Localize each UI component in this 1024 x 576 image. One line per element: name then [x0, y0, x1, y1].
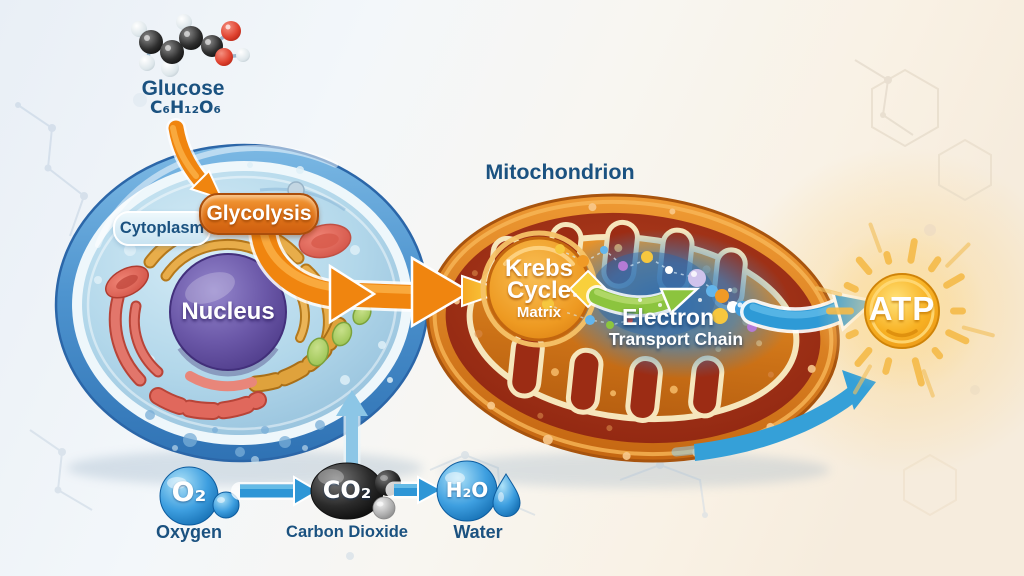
mitochondrion-shadow	[440, 452, 830, 488]
atp-rays	[814, 222, 995, 398]
co2-formula: CO₂	[322, 476, 372, 504]
glucose-molecule	[131, 14, 250, 77]
glucose-formula: C₆H₁₂O₆	[150, 98, 221, 118]
krebs-cycle-label: Krebs Cycle Matrix	[481, 255, 597, 322]
membrane-texture	[145, 410, 325, 457]
carbon-dioxide-molecule	[310, 462, 401, 520]
water-label: Water	[453, 522, 503, 542]
arrow-glucose-to-glycolysis	[166, 118, 224, 201]
oxygen-label: Oxygen	[155, 522, 223, 542]
glycolysis-badge: Glycolysis	[199, 193, 319, 235]
cytoplasm-label: Cytoplasm	[119, 219, 205, 237]
etc-label-line2: Transport Chain	[608, 329, 744, 349]
red-organelle	[298, 223, 352, 259]
red-organelle	[105, 265, 149, 299]
arrow-glycolysis-to-krebs	[248, 216, 510, 329]
oxygen-molecule	[159, 466, 240, 526]
oxygen-atoms	[215, 21, 241, 66]
arrow-o2-to-co2	[231, 475, 320, 507]
krebs-line1: Krebs	[504, 255, 574, 282]
nucleus-label: Nucleus	[181, 298, 275, 325]
etc-label-line1: Electron	[621, 304, 715, 330]
nucleus-shape	[169, 253, 287, 377]
glycolysis-label: Glycolysis	[206, 202, 312, 225]
endoplasmic-reticulum-red	[108, 291, 267, 420]
atp-sun	[814, 222, 995, 398]
glucose-label: Glucose	[141, 77, 225, 100]
hydrogen-atoms	[131, 14, 250, 77]
krebs-line2: Cycle	[506, 277, 572, 304]
o2-formula: O₂	[171, 477, 207, 508]
mitochondrion-label: Mitochondrion	[485, 160, 635, 184]
carbon-atoms	[139, 26, 223, 64]
water-droplet	[492, 473, 521, 517]
carbon-dioxide-label: Carbon Dioxide	[286, 523, 408, 541]
atp-label: ATP	[868, 290, 936, 327]
arrow-co2-to-h2o	[385, 475, 445, 505]
water-molecule	[436, 460, 521, 522]
cytoplasm-badge: Cytoplasm	[113, 211, 211, 246]
matrix-label: Matrix	[516, 304, 562, 321]
h2o-formula: H₂O	[445, 478, 489, 502]
